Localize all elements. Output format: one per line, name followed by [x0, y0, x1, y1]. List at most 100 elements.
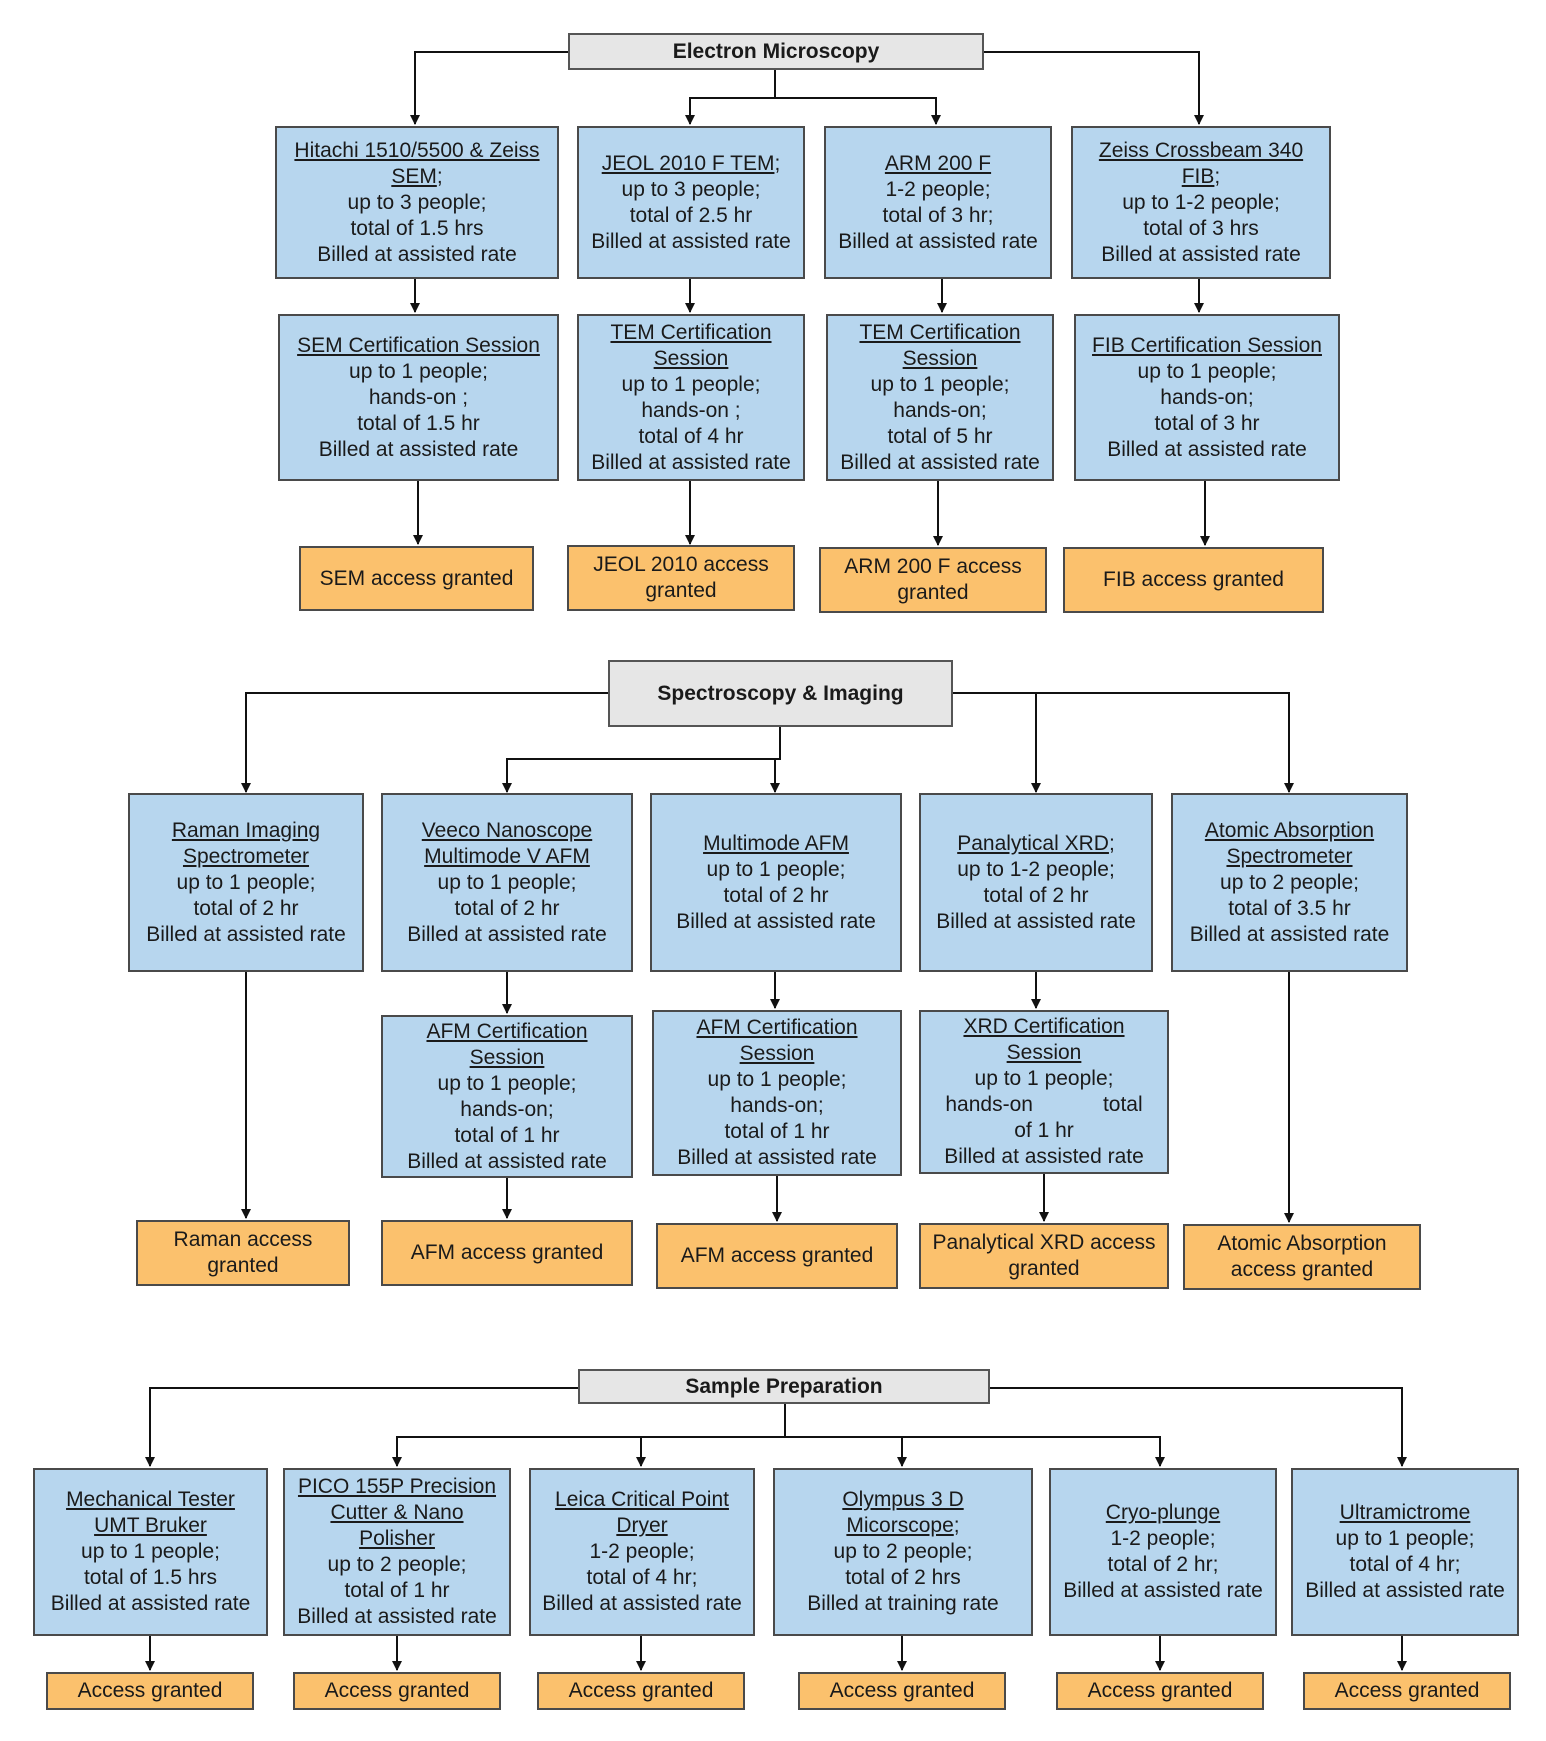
instrument-name-cont: UMT Bruker — [94, 1514, 207, 1537]
access-box-ultramictrome: Access granted — [1303, 1672, 1511, 1710]
access-box-raman: Raman access granted — [136, 1220, 350, 1286]
cert-name: FIB Certification Session — [1092, 333, 1322, 357]
billing-rate: Billed at assisted rate — [1305, 1579, 1505, 1602]
billing-rate: Billed at assisted rate — [317, 242, 517, 266]
access-label-cont: granted — [897, 581, 969, 604]
access-box-xrd: Panalytical XRD access granted — [919, 1223, 1169, 1289]
access-label-cont: granted — [1008, 1257, 1080, 1280]
capacity: up to 1 people; — [437, 1071, 577, 1095]
cert-name: XRD Certification — [963, 1015, 1125, 1038]
access-box-pico-cutter: Access granted — [293, 1672, 501, 1710]
instrument-box-jeol-tem: JEOL 2010 F TEM; up to 3 people; total o… — [577, 126, 805, 279]
access-label: Access granted — [1334, 1679, 1480, 1702]
mode: hands-on; — [1160, 385, 1254, 409]
mode: hands-on; — [893, 398, 987, 422]
instrument-name-cont: Spectrometer — [182, 844, 310, 868]
duration: total of 1 hr — [724, 1120, 830, 1143]
instrument-name: Multimode AFM — [703, 831, 849, 855]
duration: total of 2 hr — [454, 896, 560, 920]
billing-rate: Billed at assisted rate — [1101, 242, 1301, 266]
mode: hands-on ; — [641, 398, 741, 422]
duration: total of 3.5 hr — [1228, 896, 1351, 920]
billing-rate: Billed at assisted rate — [297, 1605, 497, 1628]
cert-name: TEM Certification — [610, 320, 772, 344]
access-label-cont: granted — [645, 579, 717, 602]
access-label: AFM access granted — [410, 1241, 604, 1264]
instrument-name: Mechanical Tester — [66, 1488, 235, 1511]
instrument-name: Hitachi 1510/5500 & Zeiss — [294, 138, 540, 162]
duration: of 1 hr — [1014, 1119, 1074, 1142]
duration: total of 2.5 hr — [629, 203, 753, 227]
instrument-box-veeco-afm: Veeco Nanoscope Multimode V AFM up to 1 … — [381, 793, 633, 972]
instrument-box-panalytical-xrd: Panalytical XRD; up to 1-2 people; total… — [919, 793, 1153, 972]
duration: total of 1 hr — [344, 1579, 450, 1602]
mode: hands-on total — [945, 1093, 1143, 1116]
duration: total of 4 hr; — [586, 1566, 698, 1589]
mode: hands-on ; — [368, 385, 469, 409]
cert-name-cont: Session — [653, 346, 729, 370]
access-box-afm-veeco: AFM access granted — [381, 1220, 633, 1286]
billing-rate: Billed at assisted rate — [146, 922, 346, 946]
billing-rate: Billed at assisted rate — [50, 1592, 251, 1615]
instrument-box-leica-dryer: Leica Critical Point Dryer 1-2 people; t… — [529, 1468, 755, 1636]
cert-box-fib: FIB Certification Session up to 1 people… — [1074, 314, 1340, 481]
access-label: Access granted — [568, 1679, 714, 1702]
sample-preparation-header: Sample Preparation — [578, 1369, 990, 1404]
duration: total of 2 hr; — [1107, 1553, 1219, 1576]
billing-rate: Billed at assisted rate — [591, 450, 791, 474]
capacity: 1-2 people; — [1110, 1527, 1216, 1550]
name-suffix: ; — [436, 164, 443, 188]
duration: total of 2 hrs — [845, 1566, 961, 1589]
instrument-name: Veeco Nanoscope — [421, 818, 593, 842]
capacity: up to 1-2 people; — [1122, 190, 1280, 214]
access-label: JEOL 2010 access — [593, 553, 769, 576]
instrument-name: ARM 200 F — [884, 151, 992, 175]
section-title: Spectroscopy & Imaging — [657, 681, 904, 705]
instrument-box-atomic-absorption: Atomic Absorption Spectrometer up to 2 p… — [1171, 793, 1408, 972]
duration: total of 1.5 hrs — [350, 216, 484, 240]
duration: total of 4 hr — [638, 424, 744, 448]
capacity: up to 1 people; — [176, 870, 316, 894]
instrument-box-arm-200f: ARM 200 F 1-2 people; total of 3 hr; Bil… — [824, 126, 1052, 279]
access-label-cont: access granted — [1230, 1258, 1374, 1281]
instrument-box-zeiss-fib: Zeiss Crossbeam 340 FIB; up to 1-2 peopl… — [1071, 126, 1331, 279]
access-box-sem: SEM access granted — [299, 546, 534, 611]
section-title: Sample Preparation — [685, 1374, 883, 1398]
access-label: AFM access granted — [680, 1244, 874, 1267]
billing-rate: Billed at assisted rate — [840, 450, 1040, 474]
instrument-box-olympus-microscope: Olympus 3 D Micorscope; up to 2 people; … — [773, 1468, 1033, 1636]
instrument-name-cont: Cutter & Nano — [330, 1501, 464, 1524]
access-box-jeol: JEOL 2010 access granted — [567, 545, 795, 611]
instrument-name: Panalytical XRD — [957, 831, 1109, 855]
billing-rate: Billed at assisted rate — [1189, 922, 1390, 946]
duration: total of 2 hr — [723, 883, 829, 907]
billing-rate: Billed at assisted rate — [936, 909, 1136, 933]
billing-rate: Billed at assisted rate — [407, 1149, 607, 1173]
billing-rate: Billed at assisted rate — [677, 1146, 877, 1169]
instrument-name: Zeiss Crossbeam 340 — [1098, 138, 1304, 162]
access-label: Access granted — [324, 1679, 470, 1702]
instrument-box-mechanical-tester: Mechanical Tester UMT Bruker up to 1 peo… — [33, 1468, 268, 1636]
cert-name-cont: Session — [469, 1045, 545, 1069]
capacity: up to 1 people; — [437, 870, 577, 894]
instrument-name: Leica Critical Point — [555, 1488, 729, 1511]
instrument-name-cont2: Polisher — [359, 1527, 435, 1550]
capacity: up to 1 people; — [81, 1540, 220, 1563]
cert-box-tem-arm: TEM Certification Session up to 1 people… — [826, 314, 1054, 481]
instrument-name: JEOL 2010 F TEM — [601, 151, 775, 175]
billing-rate: Billed at assisted rate — [1063, 1579, 1263, 1602]
access-label: Panalytical XRD access — [932, 1231, 1156, 1254]
section-title: Electron Microscopy — [672, 39, 880, 63]
billing-rate: Billed at assisted rate — [591, 229, 791, 253]
access-label: Access granted — [77, 1679, 223, 1702]
instrument-name: Ultramictrome — [1339, 1501, 1471, 1524]
capacity: 1-2 people; — [885, 177, 991, 201]
billing-rate: Billed at assisted rate — [407, 922, 607, 946]
billing-rate: Billed at assisted rate — [676, 909, 876, 933]
capacity: up to 3 people; — [621, 177, 761, 201]
capacity: up to 1 people; — [706, 857, 846, 881]
access-box-cryo-plunge: Access granted — [1056, 1672, 1264, 1710]
access-label: Access granted — [1087, 1679, 1233, 1702]
access-label: SEM access granted — [319, 566, 514, 590]
spectroscopy-imaging-header: Spectroscopy & Imaging — [608, 660, 953, 727]
